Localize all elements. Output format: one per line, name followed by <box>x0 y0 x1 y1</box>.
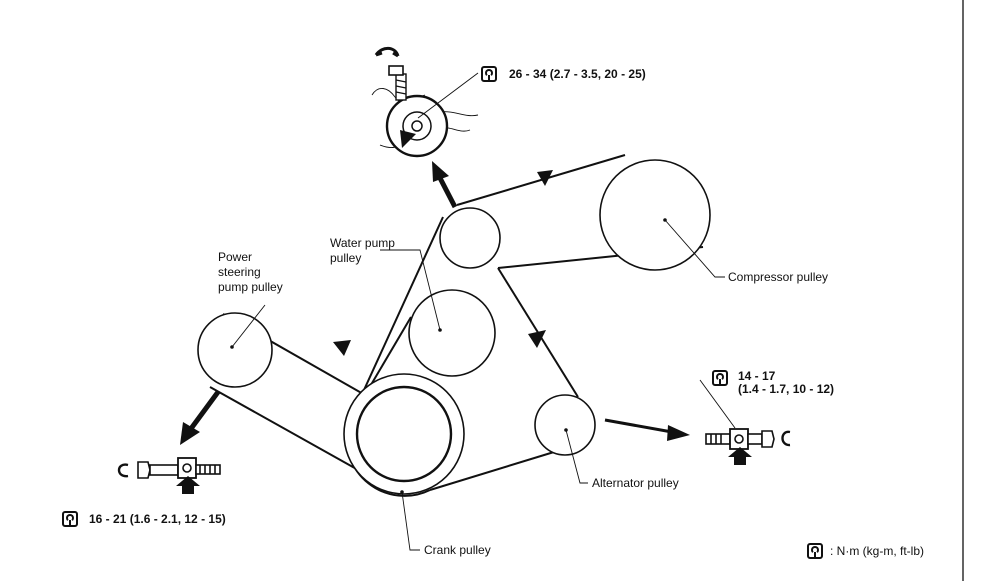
crank-pulley-outer <box>343 373 465 495</box>
water-pump-label-line2: pulley <box>330 251 362 265</box>
power-steering-pump-pulley <box>197 312 273 388</box>
torque-spec-top: 26 - 34 (2.7 - 3.5, 20 - 25) <box>509 67 646 81</box>
torque-wrench-icon <box>712 370 728 386</box>
crank-pulley-inner <box>355 385 453 483</box>
push-arrow-icon-right <box>728 447 752 465</box>
legend-torque-icon <box>807 543 823 559</box>
torque-spec-right-line2: (1.4 - 1.7, 10 - 12) <box>738 382 835 396</box>
bolt-icon-left <box>117 457 221 479</box>
bolt-icon-right <box>699 379 791 450</box>
legend-text: : N·m (kg-m, ft-lb) <box>830 544 924 558</box>
power-steering-label-line3: pump pulley <box>218 280 283 294</box>
power-steering-label-line1: Power <box>218 250 253 264</box>
compressor-pulley <box>599 159 711 271</box>
torque-wrench-icon <box>481 66 497 82</box>
crank-label: Crank pulley <box>424 543 491 557</box>
torque-spec-left: 16 - 21 (1.6 - 2.1, 12 - 15) <box>89 512 226 526</box>
belt-direction-mark-left <box>333 340 351 356</box>
water-pump-pulley <box>408 289 496 377</box>
torque-spec-right-line1: 14 - 17 <box>738 369 776 383</box>
water-pump-label: Water pump pulley <box>330 236 395 266</box>
push-arrow-icon <box>400 130 416 148</box>
compressor-label: Compressor pulley <box>728 270 829 284</box>
power-steering-label-line2: steering <box>218 265 261 279</box>
direction-arrows <box>180 161 690 445</box>
rotation-arrow-icon <box>374 46 400 58</box>
alternator-pulley <box>534 394 596 456</box>
power-steering-label: Power steering pump pulley <box>218 250 283 295</box>
tensioner-detail-top <box>371 65 479 158</box>
belt-direction-mark-right <box>528 330 546 348</box>
torque-wrench-icon <box>62 511 78 527</box>
water-pump-label-line1: Water pump <box>330 236 395 250</box>
alternator-label: Alternator pulley <box>592 476 679 490</box>
belt-direction-mark-top <box>537 170 553 186</box>
water-pump-upper-pulley <box>439 207 501 269</box>
leader-lines <box>231 219 725 551</box>
push-arrow-icon-left <box>176 476 200 494</box>
